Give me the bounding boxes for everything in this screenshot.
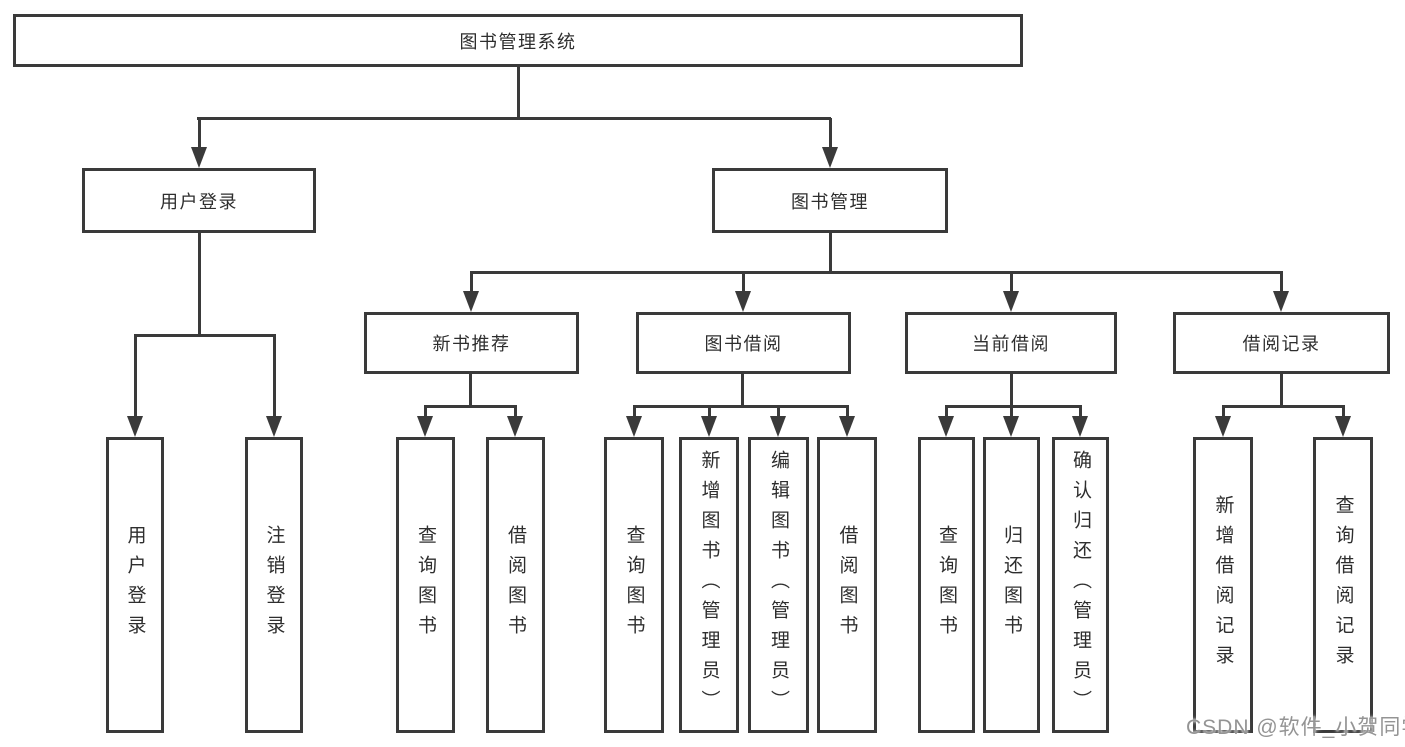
connector-borrow-records-rail (1222, 405, 1345, 408)
connector-root-rail (197, 117, 831, 120)
node-label: 新增图书（管理员） (698, 450, 720, 720)
leaf-query-books-current: 查询图书 (918, 437, 975, 733)
connector-book-mgmt-stem (829, 233, 832, 274)
arrowhead-down-icon (938, 416, 954, 437)
arrowhead-down-icon (701, 416, 717, 437)
connector-root-stem (517, 67, 520, 120)
arrowhead-down-icon (839, 416, 855, 437)
connector-to-leaf (273, 335, 276, 416)
node-label: 当前借阅 (972, 334, 1050, 354)
arrowhead-down-icon (822, 147, 838, 168)
connector-to-user-login (198, 118, 201, 147)
arrowhead-down-icon (266, 416, 282, 437)
connector-user-login-rail (134, 334, 276, 337)
node-current-borrow: 当前借阅 (905, 312, 1117, 374)
leaf-borrow-books-newbook: 借阅图书 (486, 437, 545, 733)
node-label: 新增借阅记录 (1212, 495, 1234, 675)
connector-book-borrow-rail (633, 405, 849, 408)
node-borrow-records: 借阅记录 (1173, 312, 1390, 374)
connector-to-borrow-records (1280, 272, 1283, 291)
leaf-return-books: 归还图书 (983, 437, 1040, 733)
arrowhead-down-icon (507, 416, 523, 437)
node-label: 用户登录 (160, 191, 238, 212)
arrowhead-down-icon (1003, 291, 1019, 312)
connector-to-leaf (777, 405, 780, 416)
arrowhead-down-icon (191, 147, 207, 168)
node-label: 查询借阅记录 (1332, 495, 1354, 675)
connector-to-leaf (1222, 405, 1225, 416)
connector-current-borrow-stem (1010, 374, 1013, 408)
connector-borrow-records-stem (1280, 374, 1283, 408)
node-label: 图书管理系统 (459, 31, 577, 52)
connector-to-book-management (829, 118, 832, 147)
connector-to-leaf (633, 405, 636, 416)
node-label: 借阅记录 (1242, 334, 1321, 354)
arrowhead-down-icon (735, 291, 751, 312)
leaf-query-books-newbook: 查询图书 (396, 437, 455, 733)
connector-to-new-book (470, 272, 473, 291)
node-label: 图书管理 (791, 191, 869, 212)
node-label: 查询图书 (936, 525, 957, 645)
arrowhead-down-icon (1003, 416, 1019, 437)
leaf-query-books: 查询图书 (604, 437, 664, 733)
node-book-management: 图书管理 (712, 168, 948, 233)
connector-to-current-borrow (1010, 272, 1013, 291)
connector-current-borrow-rail (945, 405, 1082, 408)
leaf-edit-books-admin: 编辑图书（管理员） (748, 437, 809, 733)
node-user-login: 用户登录 (82, 168, 316, 233)
node-label: 查询图书 (415, 525, 436, 645)
node-label: 新书推荐 (432, 334, 511, 354)
node-label: 注销登录 (263, 525, 285, 645)
connector-to-leaf (1342, 405, 1345, 416)
connector-user-login-stem (198, 233, 201, 337)
connector-to-leaf (1079, 405, 1082, 416)
connector-to-leaf (1010, 405, 1013, 416)
leaf-add-books-admin: 新增图书（管理员） (679, 437, 739, 733)
connector-book-borrow-stem (741, 374, 744, 408)
leaf-confirm-return-admin: 确认归还（管理员） (1052, 437, 1109, 733)
connector-to-leaf (134, 335, 137, 416)
leaf-query-borrow-record: 查询借阅记录 (1313, 437, 1373, 733)
arrowhead-down-icon (626, 416, 642, 437)
node-label: 用户登录 (124, 525, 146, 645)
connector-new-book-rail (424, 405, 517, 408)
connector-to-leaf (708, 405, 711, 416)
leaf-user-login: 用户登录 (106, 437, 164, 733)
node-new-book-recommend: 新书推荐 (364, 312, 579, 374)
node-label: 查询图书 (623, 525, 645, 645)
leaf-add-borrow-record: 新增借阅记录 (1193, 437, 1253, 733)
node-label: 借阅图书 (836, 525, 858, 645)
connector-to-leaf (424, 405, 427, 416)
arrowhead-down-icon (770, 416, 786, 437)
leaf-logout: 注销登录 (245, 437, 303, 733)
arrowhead-down-icon (1335, 416, 1351, 437)
arrowhead-down-icon (463, 291, 479, 312)
arrowhead-down-icon (127, 416, 143, 437)
connector-to-book-borrow (742, 272, 745, 291)
arrowhead-down-icon (1273, 291, 1289, 312)
node-label: 编辑图书（管理员） (768, 450, 789, 720)
node-label: 借阅图书 (505, 525, 526, 645)
connector-book-mgmt-rail (470, 271, 1283, 274)
csdn-watermark: CSDN @软件_小贺同学 (1186, 716, 1405, 739)
node-label: 确认归还（管理员） (1070, 450, 1091, 720)
node-root-library-system: 图书管理系统 (13, 14, 1023, 67)
node-book-borrow: 图书借阅 (636, 312, 851, 374)
arrowhead-down-icon (417, 416, 433, 437)
node-label: 归还图书 (1001, 525, 1022, 645)
connector-to-leaf (846, 405, 849, 416)
leaf-borrow-books: 借阅图书 (817, 437, 877, 733)
connector-new-book-stem (469, 374, 472, 408)
arrowhead-down-icon (1215, 416, 1231, 437)
node-label: 图书借阅 (704, 334, 783, 354)
connector-to-leaf (945, 405, 948, 416)
arrowhead-down-icon (1072, 416, 1088, 437)
connector-to-leaf (514, 405, 517, 416)
